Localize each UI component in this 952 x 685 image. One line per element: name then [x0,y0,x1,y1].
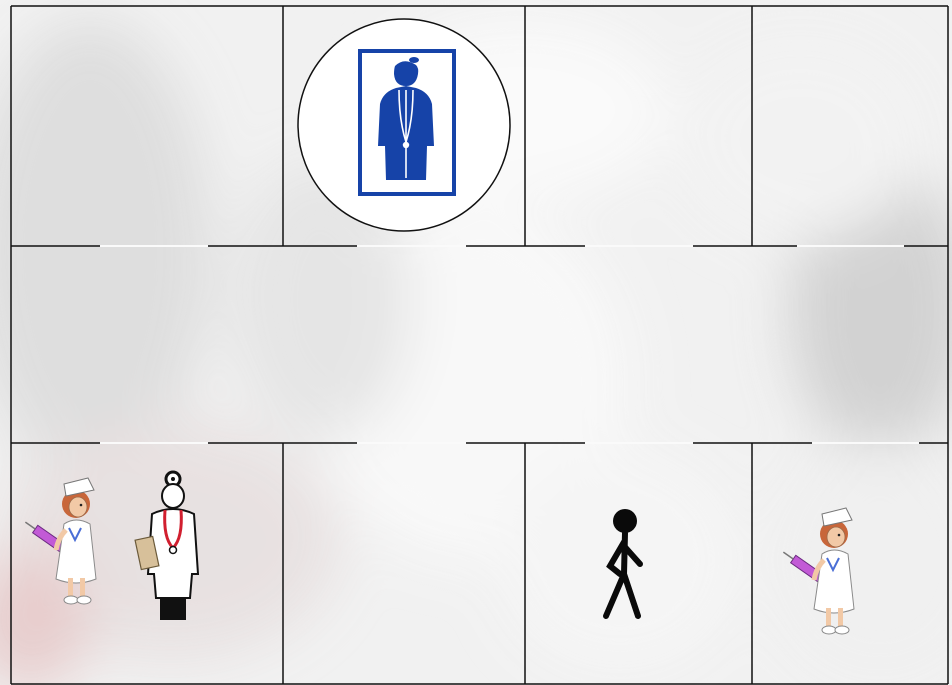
nurse-icon[interactable] [782,504,862,644]
doctor-icon[interactable] [130,470,202,622]
doctor-sign-icon[interactable] [296,18,512,234]
nurse-icon[interactable] [24,474,104,614]
player-icon[interactable] [598,508,652,620]
